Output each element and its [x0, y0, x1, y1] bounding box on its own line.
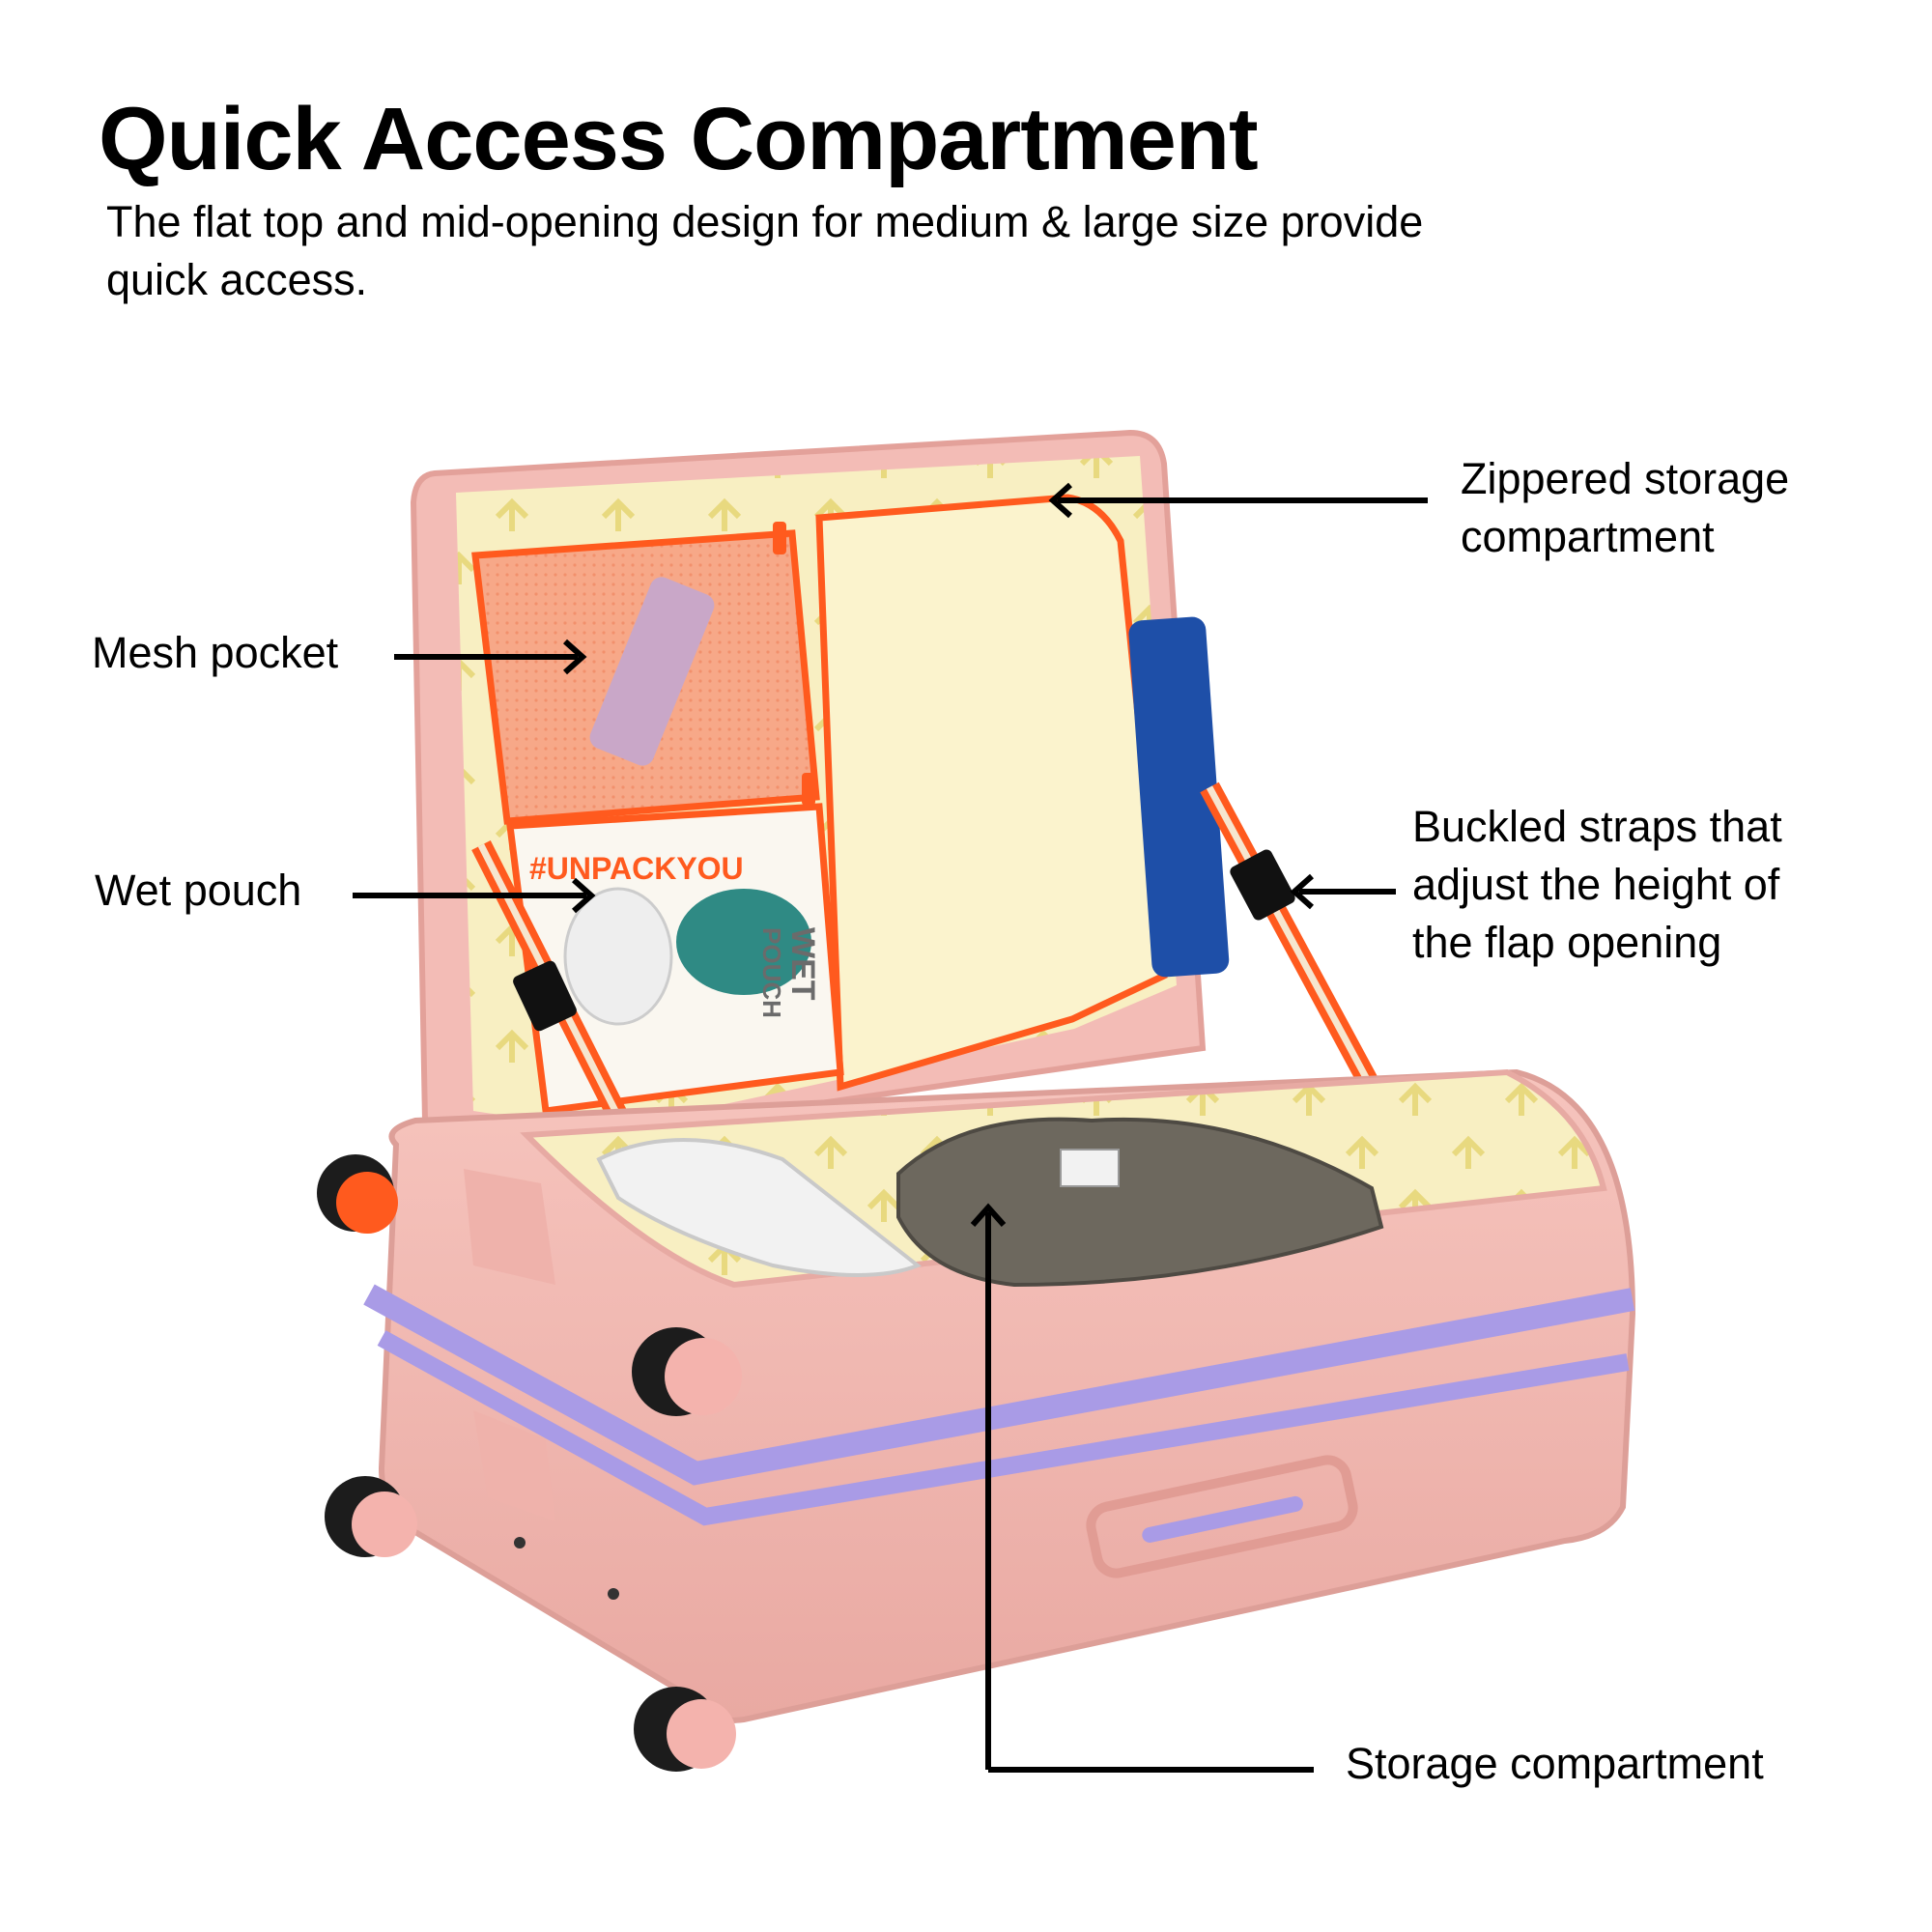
callout-zippered-storage: Zippered storage compartment — [1461, 450, 1789, 566]
callout-leaders — [353, 482, 1428, 1773]
zippered-storage-compartment[interactable] — [815, 494, 1230, 1092]
page-title: Quick Access Compartment — [99, 90, 1259, 188]
pouch-label-wet: WET — [784, 927, 821, 1001]
suitcase-body — [363, 1068, 1636, 1723]
page-subtitle: The flat top and mid-opening design for … — [106, 197, 1424, 304]
callout-buckled-straps: Buckled straps that adjust the height of… — [1412, 798, 1782, 972]
callout-line: compartment — [1461, 512, 1715, 561]
wheel — [317, 1154, 398, 1234]
wheel — [634, 1687, 736, 1772]
arrow-zippered — [1048, 482, 1428, 519]
mesh-pocket[interactable] — [471, 529, 820, 825]
arrow-wet — [353, 877, 596, 914]
callout-mesh-pocket: Mesh pocket — [92, 624, 338, 682]
pouch-label-pouch: POUCH — [757, 927, 786, 1018]
pouch-hashtag: #UNPACKYOU — [529, 851, 744, 886]
wheel — [325, 1476, 417, 1557]
arrow-buckled — [1290, 873, 1396, 910]
callout-line: Zippered storage — [1461, 454, 1790, 503]
wheels — [317, 1154, 742, 1772]
callout-line: Wet pouch — [95, 866, 302, 915]
callout-line: the flap opening — [1412, 918, 1722, 967]
callout-storage-compartment: Storage compartment — [1346, 1735, 1764, 1793]
callout-line: Buckled straps that — [1412, 802, 1782, 851]
wet-pouch[interactable]: #UNPACKYOU WET POUCH — [506, 803, 844, 1115]
arrow-mesh — [394, 639, 587, 675]
callout-line: Storage compartment — [1346, 1739, 1764, 1788]
zipper-pull[interactable] — [802, 773, 815, 806]
suitcase-lid: #UNPACKYOU WET POUCH — [410, 429, 1230, 1139]
callout-line: Mesh pocket — [92, 628, 339, 677]
zipper-pull[interactable] — [773, 522, 786, 554]
callout-wet-pouch: Wet pouch — [95, 862, 301, 920]
callout-line: adjust the height of — [1412, 860, 1780, 909]
wheel — [632, 1327, 742, 1416]
arrow-storage — [970, 1203, 1314, 1773]
